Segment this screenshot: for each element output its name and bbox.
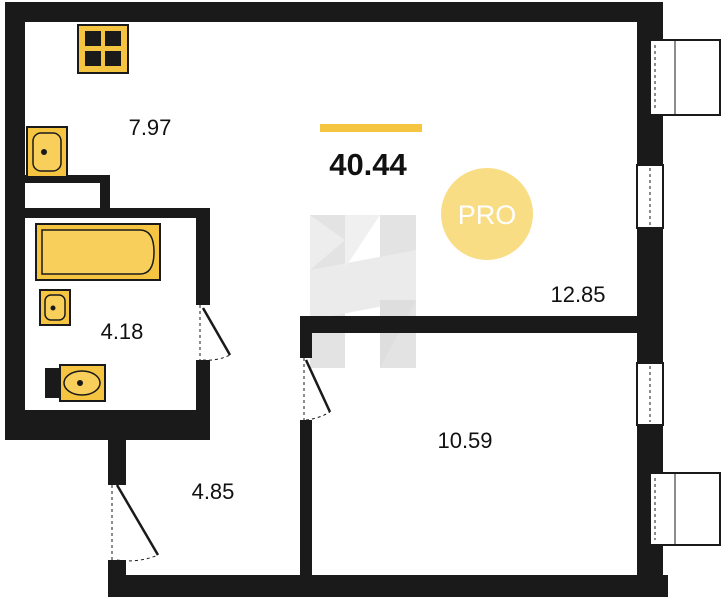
kitchen-area-label: 7.97 <box>129 115 172 140</box>
bedroom-area-label: 10.59 <box>437 428 492 453</box>
door-icon <box>111 484 160 562</box>
door-icon <box>303 358 332 421</box>
living-area-label: 12.85 <box>550 282 605 307</box>
watermark-logo <box>310 215 416 368</box>
window-grid-icon <box>77 24 129 74</box>
total-area-accent-bar <box>320 124 422 132</box>
outer-walls <box>5 2 668 597</box>
door-icon <box>199 305 232 361</box>
sink-icon <box>39 289 71 326</box>
bathtub-icon <box>35 223 161 281</box>
inner-walls <box>5 175 637 597</box>
sink-icon <box>26 126 68 178</box>
hallway-area-label: 4.85 <box>192 479 235 504</box>
bathroom-area-label: 4.18 <box>101 319 144 344</box>
window-top-right <box>637 39 721 116</box>
total-area: 40.44 <box>329 147 407 182</box>
window-lower-right <box>636 362 664 426</box>
pro-badge-text: PRO <box>458 200 517 230</box>
toilet-icon <box>45 364 106 402</box>
window-bottom-right <box>637 472 721 546</box>
window-mid-right <box>636 164 664 229</box>
pro-badge: PRO <box>441 168 533 260</box>
